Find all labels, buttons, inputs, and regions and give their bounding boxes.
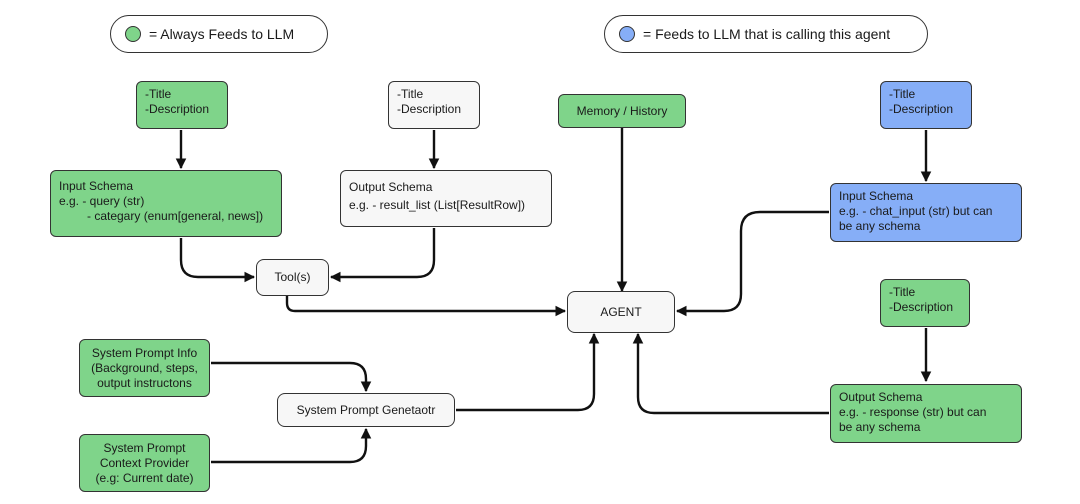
system-prompt-generator-node: System Prompt Genetaotr	[277, 393, 455, 427]
input-schema-heading: Input Schema	[839, 189, 914, 203]
agent-node: AGENT	[567, 291, 675, 333]
legend-calling-text: = Feeds to LLM that is calling this agen…	[643, 26, 891, 42]
title-label: -Title	[145, 87, 172, 101]
context-provider-label-2: Context Provider	[99, 455, 190, 470]
description-label: -Description	[889, 300, 954, 314]
input-schema-example-2: - categary (enum[general, news])	[87, 209, 264, 223]
memory-history-label: Memory / History	[576, 103, 668, 118]
system-prompt-info-detail: (Background, steps,	[91, 360, 198, 375]
input-schema-example-2: be any schema	[839, 219, 921, 233]
title-label: -Title	[889, 285, 916, 299]
tool-title-description-node: -Title -Description	[136, 81, 228, 129]
description-label: -Description	[397, 102, 462, 116]
output-schema-example: e.g. - response (str) but can	[839, 405, 987, 419]
output-schema-heading: Output Schema	[349, 180, 433, 194]
agent-input-schema-node: Input Schema e.g. - chat_input (str) but…	[830, 183, 1022, 242]
legend-calling-agent: = Feeds to LLM that is calling this agen…	[604, 15, 928, 53]
tool-input-schema-node: Input Schema e.g. - query (str) - catega…	[50, 170, 282, 237]
arrow-input-schema-to-tools	[179, 238, 256, 283]
system-prompt-generator-label: System Prompt Genetaotr	[296, 402, 436, 417]
green-legend-dot	[125, 26, 141, 42]
output-schema-heading: Output Schema	[839, 390, 923, 404]
input-schema-example: e.g. - chat_input (str) but can	[839, 204, 993, 218]
legend-always-text: = Always Feeds to LLM	[149, 26, 295, 42]
tools-node: Tool(s)	[256, 259, 329, 296]
agent-output-title-description-node: -Title -Description	[880, 279, 970, 327]
system-prompt-context-provider-node: System Prompt Context Provider (e.g: Cur…	[79, 434, 210, 492]
legend-always-feeds: = Always Feeds to LLM	[110, 15, 328, 53]
arrow-output-schema-to-tools	[329, 228, 436, 283]
memory-history-node: Memory / History	[558, 94, 686, 128]
arrow-generator-to-agent	[456, 332, 600, 412]
input-schema-heading: Input Schema	[59, 179, 134, 193]
description-label: -Description	[889, 102, 954, 116]
context-provider-example: (e.g: Current date)	[95, 470, 194, 485]
arrow-sys-ctx-to-generator	[211, 427, 372, 464]
agent-input-title-description-node: -Title -Description	[880, 81, 972, 129]
tools-label: Tool(s)	[274, 270, 311, 284]
description-label: -Description	[145, 102, 210, 116]
context-provider-label: System Prompt	[103, 440, 186, 455]
blue-legend-dot	[619, 26, 635, 42]
input-schema-example: e.g. - query (str)	[59, 194, 145, 208]
output-schema-example: e.g. - result_list (List[ResultRow])	[349, 198, 526, 212]
agent-label: AGENT	[600, 304, 642, 319]
output-schema-example-2: be any schema	[839, 420, 921, 434]
title-label: -Title	[397, 87, 424, 101]
arrow-agent-input-schema-to-agent	[675, 210, 829, 317]
tool-output-schema-node: Output Schema e.g. - result_list (List[R…	[340, 170, 552, 227]
system-prompt-info-detail-2: output instructons	[97, 375, 192, 390]
arrow-tools-to-agent	[285, 296, 567, 317]
title-label: -Title	[889, 87, 916, 101]
system-prompt-info-node: System Prompt Info (Background, steps, o…	[79, 339, 210, 397]
arrow-sys-info-to-generator	[211, 361, 372, 393]
agent-output-schema-node: Output Schema e.g. - response (str) but …	[830, 384, 1022, 443]
system-prompt-info-label: System Prompt Info	[91, 345, 198, 360]
output-title-description-node: -Title -Description	[388, 81, 480, 129]
arrow-agent-output-schema-to-agent	[632, 332, 829, 415]
